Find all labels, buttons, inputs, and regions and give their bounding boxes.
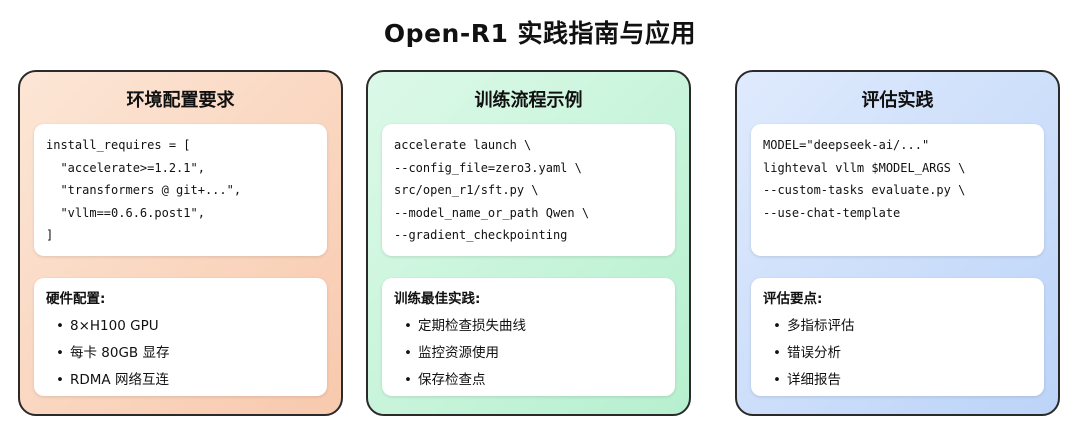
list-item-text: 监控资源使用 [418, 345, 499, 361]
bullet-icon: • [773, 345, 781, 361]
code-line: src/open_r1/sft.py \ [394, 183, 539, 197]
bullet-icon: • [404, 318, 412, 334]
bullet-icon: • [56, 318, 64, 334]
list-item: • 错误分析 [763, 340, 1032, 367]
list-item: • 保存检查点 [394, 367, 663, 394]
list-item-text: RDMA 网络互连 [70, 372, 169, 388]
list-item-text: 定期检查损失曲线 [418, 318, 526, 334]
panel-evaluation: 评估实践 MODEL="deepseek-ai/..." lighteval v… [735, 70, 1060, 416]
code-line: lighteval vllm $MODEL_ARGS \ [763, 160, 966, 175]
page-title: Open-R1 实践指南与应用 [383, 19, 697, 48]
code-line: --model_name_or_path Qwen \ [394, 205, 590, 220]
list-item: • 每卡 80GB 显存 [46, 340, 315, 367]
list-item: • 多指标评估 [763, 313, 1032, 340]
code-line: install_requires = [ [46, 138, 191, 152]
code-block: MODEL="deepseek-ai/..." lighteval vllm $… [751, 124, 1044, 256]
code-line: "accelerate>=1.2.1", [46, 160, 205, 175]
notes-block: 训练最佳实践: • 定期检查损失曲线 • 监控资源使用 • 保存检查点 [382, 278, 675, 396]
bullet-icon: • [773, 318, 781, 334]
notes-block: 硬件配置: • 8×H100 GPU • 每卡 80GB 显存 • RDMA 网络互连 [34, 278, 327, 396]
code-line: --use-chat-template [763, 205, 901, 220]
panel-training: 训练流程示例 accelerate launch \ --config_file… [366, 70, 691, 416]
list-item: • 8×H100 GPU [46, 313, 315, 340]
code-line: ] [46, 228, 54, 242]
list-item-text: 8×H100 GPU [70, 318, 159, 334]
list-item-text: 错误分析 [787, 345, 841, 361]
list-item-text: 每卡 80GB 显存 [70, 345, 170, 361]
list-item-text: 多指标评估 [787, 318, 855, 334]
panel-title: 训练流程示例 [474, 90, 583, 111]
bullet-icon: • [404, 372, 412, 388]
list-item: • 定期检查损失曲线 [394, 313, 663, 340]
list-item-text: 详细报告 [787, 372, 841, 388]
code-line: --custom-tasks evaluate.py \ [763, 183, 966, 197]
bullet-icon: • [404, 345, 412, 361]
bullet-icon: • [773, 372, 781, 388]
panel-environment: 环境配置要求 install_requires = [ "accelerate>… [18, 70, 343, 416]
code-line: accelerate launch \ [394, 138, 532, 152]
list-item: • 监控资源使用 [394, 340, 663, 367]
bullet-icon: • [56, 372, 64, 388]
code-line: "vllm==0.6.6.post1", [46, 205, 205, 220]
code-line: MODEL="deepseek-ai/..." [763, 138, 930, 152]
code-line: "transformers @ git+...", [46, 183, 242, 197]
bullet-icon: • [56, 345, 64, 361]
notes-heading: 硬件配置: [46, 291, 106, 307]
list-item: • RDMA 网络互连 [46, 367, 315, 394]
notes-heading: 评估要点: [763, 291, 823, 307]
list-item: • 详细报告 [763, 367, 1032, 394]
code-line: --config_file=zero3.yaml \ [394, 160, 582, 175]
code-block: install_requires = [ "accelerate>=1.2.1"… [34, 124, 327, 256]
notes-heading: 训练最佳实践: [394, 291, 481, 307]
panel-title: 评估实践 [861, 90, 934, 111]
panel-title: 环境配置要求 [126, 90, 235, 111]
code-block: accelerate launch \ --config_file=zero3.… [382, 124, 675, 256]
code-line: --gradient_checkpointing [394, 228, 568, 242]
list-item-text: 保存检查点 [418, 372, 486, 388]
notes-block: 评估要点: • 多指标评估 • 错误分析 • 详细报告 [751, 278, 1044, 396]
